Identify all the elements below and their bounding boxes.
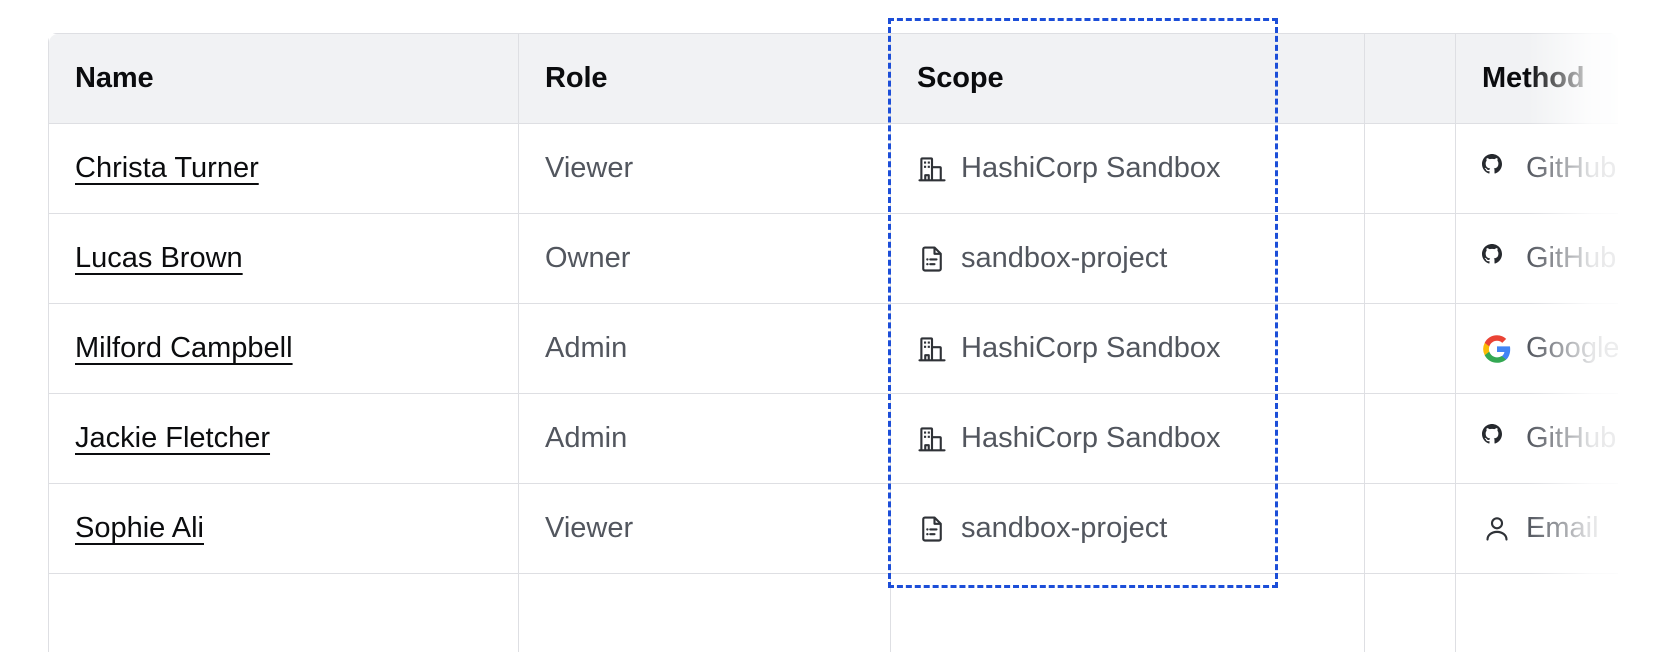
table-row[interactable]: Lucas Brown Owner sandbox-project GitHub	[48, 213, 1618, 304]
cell-scope: HashiCorp Sandbox	[890, 123, 1365, 214]
github-icon	[1482, 243, 1502, 264]
column-header-role[interactable]: Role	[518, 33, 891, 124]
cell-scope: sandbox-project	[890, 483, 1365, 574]
cell-method: GitHub	[1455, 393, 1618, 484]
cell-role: Admin	[518, 303, 891, 394]
column-header-name[interactable]: Name	[48, 33, 519, 124]
scope-label: sandbox-project	[961, 512, 1168, 544]
table-header-row: Name Role Scope Method	[48, 33, 1618, 124]
google-icon	[1483, 334, 1511, 363]
cell-name: Jackie Fletcher	[48, 393, 519, 484]
cell-spacer	[1364, 483, 1456, 574]
cell-name: Lucas Brown	[48, 213, 519, 304]
column-header-scope[interactable]: Scope	[890, 33, 1365, 124]
method-label: Google	[1526, 332, 1618, 364]
cell-role: Owner	[518, 213, 891, 304]
cell-name: Sophie Ali	[48, 483, 519, 574]
method-label: Email	[1526, 512, 1599, 544]
table-row[interactable]: Milford Campbell Admin HashiCorp Sandbox Go…	[48, 303, 1618, 394]
cell-name: Milford Campbell	[48, 303, 519, 394]
scope-value: HashiCorp Sandbox	[917, 422, 1338, 455]
table-header: Name Role Scope Method	[48, 33, 1618, 124]
method-value: GitHub	[1482, 242, 1616, 275]
member-name-link[interactable]: Jackie Fletcher	[75, 422, 271, 454]
member-name-link[interactable]: Lucas Brown	[75, 242, 243, 274]
cell-role	[518, 573, 891, 652]
table-row[interactable]: Christa Turner Viewer HashiCorp Sandbox Git…	[48, 123, 1618, 214]
organization-building-icon	[918, 426, 946, 451]
github-icon	[1482, 423, 1502, 444]
project-document-icon	[922, 515, 942, 542]
method-value: GitHub	[1482, 422, 1616, 455]
cell-spacer	[1364, 213, 1456, 304]
method-value: Email	[1482, 512, 1599, 545]
cell-method: Email	[1455, 483, 1618, 574]
scope-label: sandbox-project	[961, 242, 1168, 274]
scope-value: HashiCorp Sandbox	[917, 152, 1338, 185]
cell-spacer	[1364, 393, 1456, 484]
method-label: GitHub	[1526, 422, 1617, 454]
column-header-spacer	[1364, 33, 1456, 124]
cell-spacer	[1364, 573, 1456, 652]
method-value: GitHub	[1482, 152, 1616, 185]
method-value: Google	[1482, 332, 1618, 365]
cell-method: Google	[1455, 303, 1618, 394]
scope-label: HashiCorp Sandbox	[961, 152, 1221, 184]
scope-value: HashiCorp Sandbox	[917, 332, 1338, 365]
cell-role: Viewer	[518, 483, 891, 574]
cell-spacer	[1364, 123, 1456, 214]
cell-method: GitHub	[1455, 123, 1618, 214]
cell-name	[48, 573, 519, 652]
method-label: GitHub	[1526, 242, 1617, 274]
cell-role: Viewer	[518, 123, 891, 214]
scope-label: HashiCorp Sandbox	[961, 332, 1221, 364]
cell-scope: HashiCorp Sandbox	[890, 303, 1365, 394]
table-row[interactable]: Jackie Fletcher Admin HashiCorp Sandbox Git…	[48, 393, 1618, 484]
scope-value: sandbox-project	[917, 512, 1338, 545]
organization-building-icon	[918, 336, 946, 361]
cell-scope: sandbox-project	[890, 213, 1365, 304]
cell-scope	[890, 573, 1365, 652]
table-row[interactable]	[48, 573, 1618, 652]
cell-spacer	[1364, 303, 1456, 394]
organization-building-icon	[918, 156, 946, 181]
method-label: GitHub	[1526, 152, 1617, 184]
github-icon	[1482, 153, 1502, 174]
cell-scope: HashiCorp Sandbox	[890, 393, 1365, 484]
column-header-method[interactable]: Method	[1455, 33, 1618, 124]
user-person-icon	[1486, 516, 1508, 541]
member-name-link[interactable]: Milford Campbell	[75, 332, 293, 364]
member-name-link[interactable]: Christa Turner	[75, 152, 259, 184]
scope-value: sandbox-project	[917, 242, 1338, 275]
scope-label: HashiCorp Sandbox	[961, 422, 1221, 454]
table-row[interactable]: Sophie Ali Viewer sandbox-project Email	[48, 483, 1618, 574]
cell-role: Admin	[518, 393, 891, 484]
cell-name: Christa Turner	[48, 123, 519, 214]
cell-method: GitHub	[1455, 213, 1618, 304]
project-document-icon	[922, 245, 942, 272]
cell-method	[1455, 573, 1618, 652]
member-name-link[interactable]: Sophie Ali	[75, 512, 204, 544]
